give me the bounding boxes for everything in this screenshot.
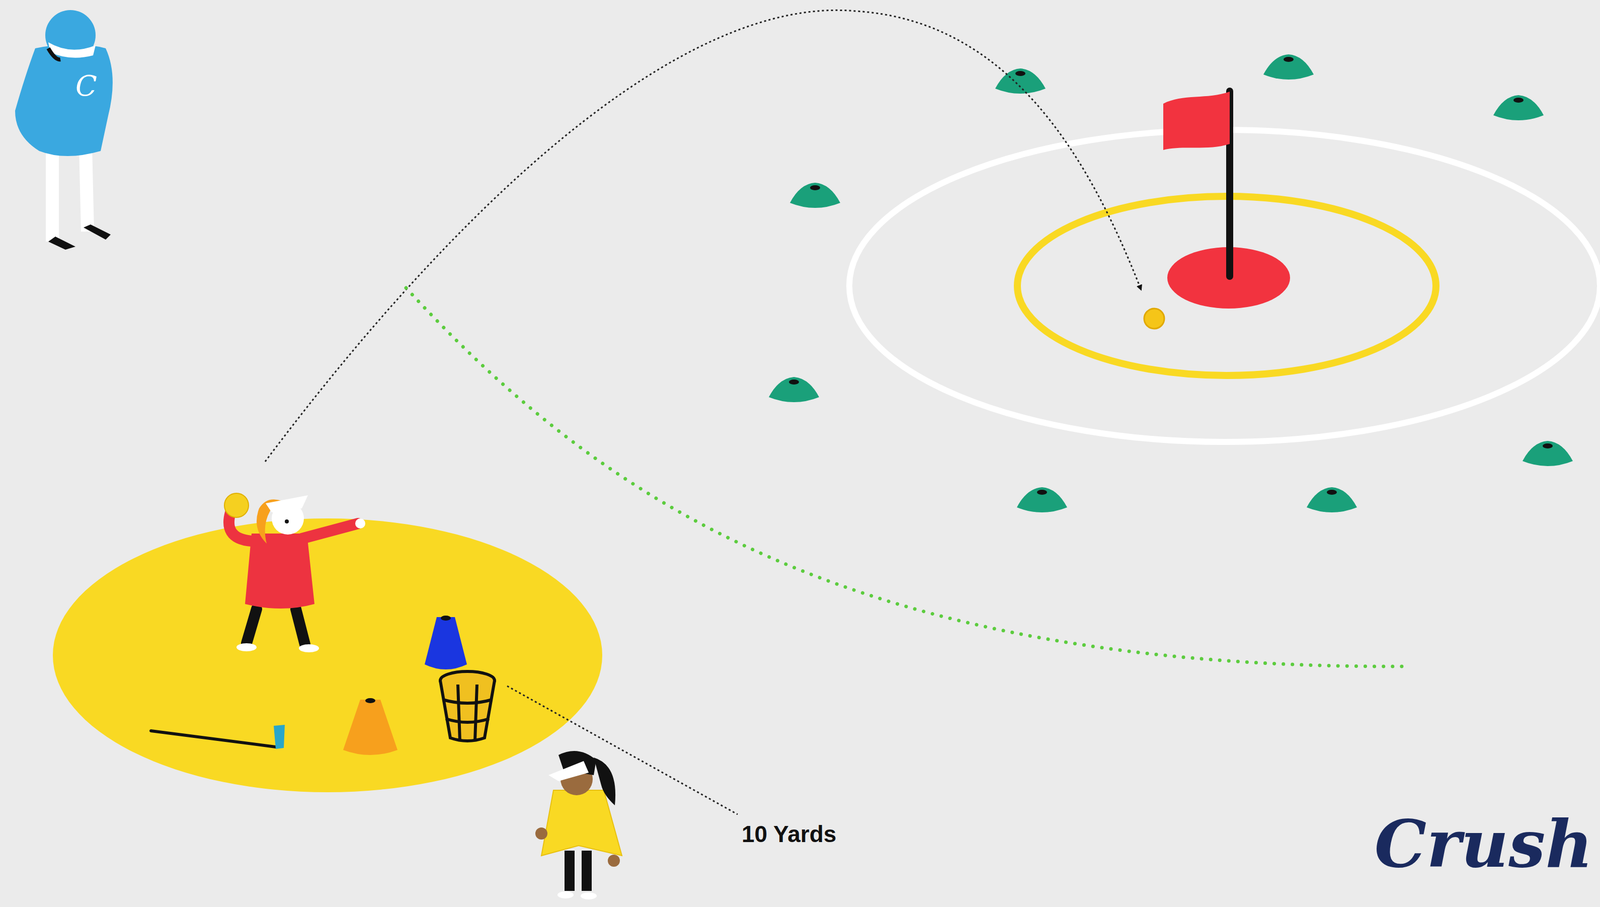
flag [1163, 91, 1230, 150]
blue-cone [424, 615, 467, 670]
coach-figure [15, 10, 113, 250]
outer-ring [849, 129, 1600, 442]
hitting-zone [52, 518, 603, 792]
golfer-figure [224, 493, 366, 653]
ball-flight [265, 10, 1142, 462]
landed-ball [1144, 308, 1165, 329]
shirt-letter: C [75, 69, 98, 103]
orange-cone [343, 697, 398, 755]
golf-club [150, 724, 285, 749]
logo-watermark: Crush [1374, 805, 1593, 883]
dimension-label: 10 Yards [741, 820, 837, 848]
marker-cones [768, 54, 1573, 513]
ball-basket [440, 671, 495, 741]
leader-line [507, 685, 738, 815]
partner-figure [535, 750, 622, 900]
